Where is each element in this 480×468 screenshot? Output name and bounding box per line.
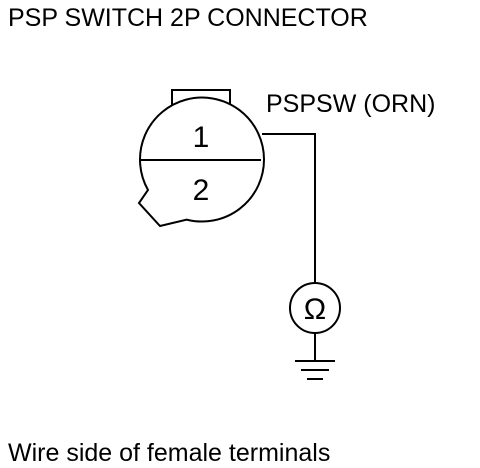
diagram-title: PSP SWITCH 2P CONNECTOR bbox=[8, 4, 368, 32]
footer-note: Wire side of female terminals bbox=[8, 439, 330, 467]
test-lead-wire bbox=[262, 133, 316, 282]
ohmmeter-icon: Ω bbox=[289, 282, 341, 334]
pin-1-label: 1 bbox=[193, 121, 210, 154]
wire-label: PSPSW (ORN) bbox=[266, 90, 435, 118]
ohm-symbol: Ω bbox=[304, 293, 326, 326]
ground-icon bbox=[295, 360, 335, 380]
pin-2-label: 2 bbox=[193, 174, 210, 207]
connector-body bbox=[137, 96, 265, 228]
connector-2p-icon: 1 2 bbox=[137, 89, 265, 228]
